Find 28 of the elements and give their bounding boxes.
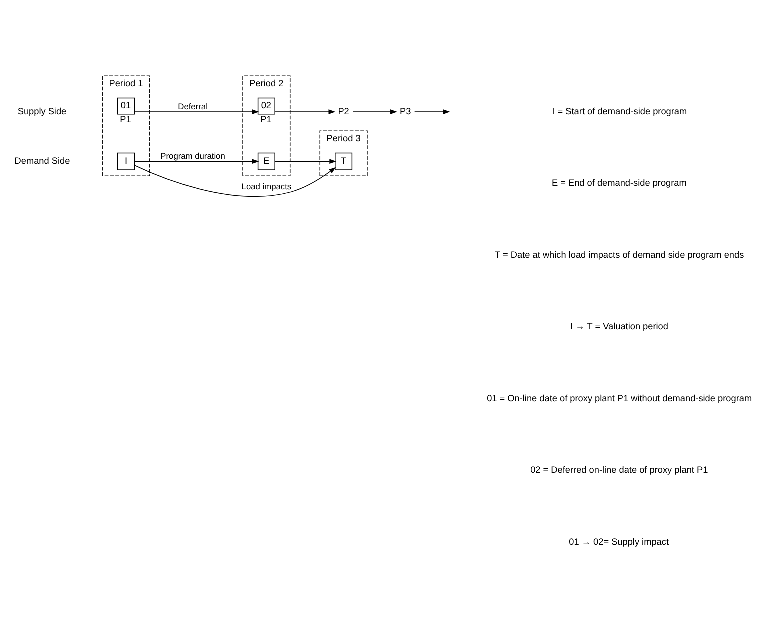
label: Demand Side	[14, 156, 70, 166]
label: E = End of demand-side program	[552, 178, 687, 188]
label: 01 → 02= Supply impact	[569, 536, 669, 546]
label: 01 = On-line date of proxy plant P1 without demand-side program	[487, 392, 752, 403]
arrow	[134, 164, 336, 196]
edge-label: Program duration	[160, 150, 226, 161]
label: Supply Side	[18, 106, 67, 116]
edge-label: Deferral	[178, 101, 208, 112]
node-box: 01	[117, 97, 136, 114]
label: I → T = Valuation period	[570, 321, 668, 332]
label: I = Start of demand-side program	[552, 106, 688, 116]
node-label: P1	[120, 114, 132, 124]
arrow	[274, 158, 337, 164]
node-text: P3	[400, 106, 412, 116]
node-box: T	[335, 152, 353, 170]
node-box: E	[258, 152, 276, 170]
arrow	[352, 109, 398, 114]
arrow	[134, 109, 260, 114]
node-text: P2	[338, 106, 350, 116]
node-label: P1	[260, 114, 272, 124]
edge-label: Load impacts	[242, 181, 292, 192]
node-box: 02	[258, 97, 276, 114]
label: 02 = Deferred on-line date of proxy plant P1	[530, 464, 708, 475]
label: T = Date at which load impacts of demand side program ends	[495, 249, 744, 260]
arrow	[134, 158, 260, 164]
node-box: I	[117, 152, 136, 170]
arrow	[274, 109, 336, 114]
arrow	[414, 109, 450, 114]
